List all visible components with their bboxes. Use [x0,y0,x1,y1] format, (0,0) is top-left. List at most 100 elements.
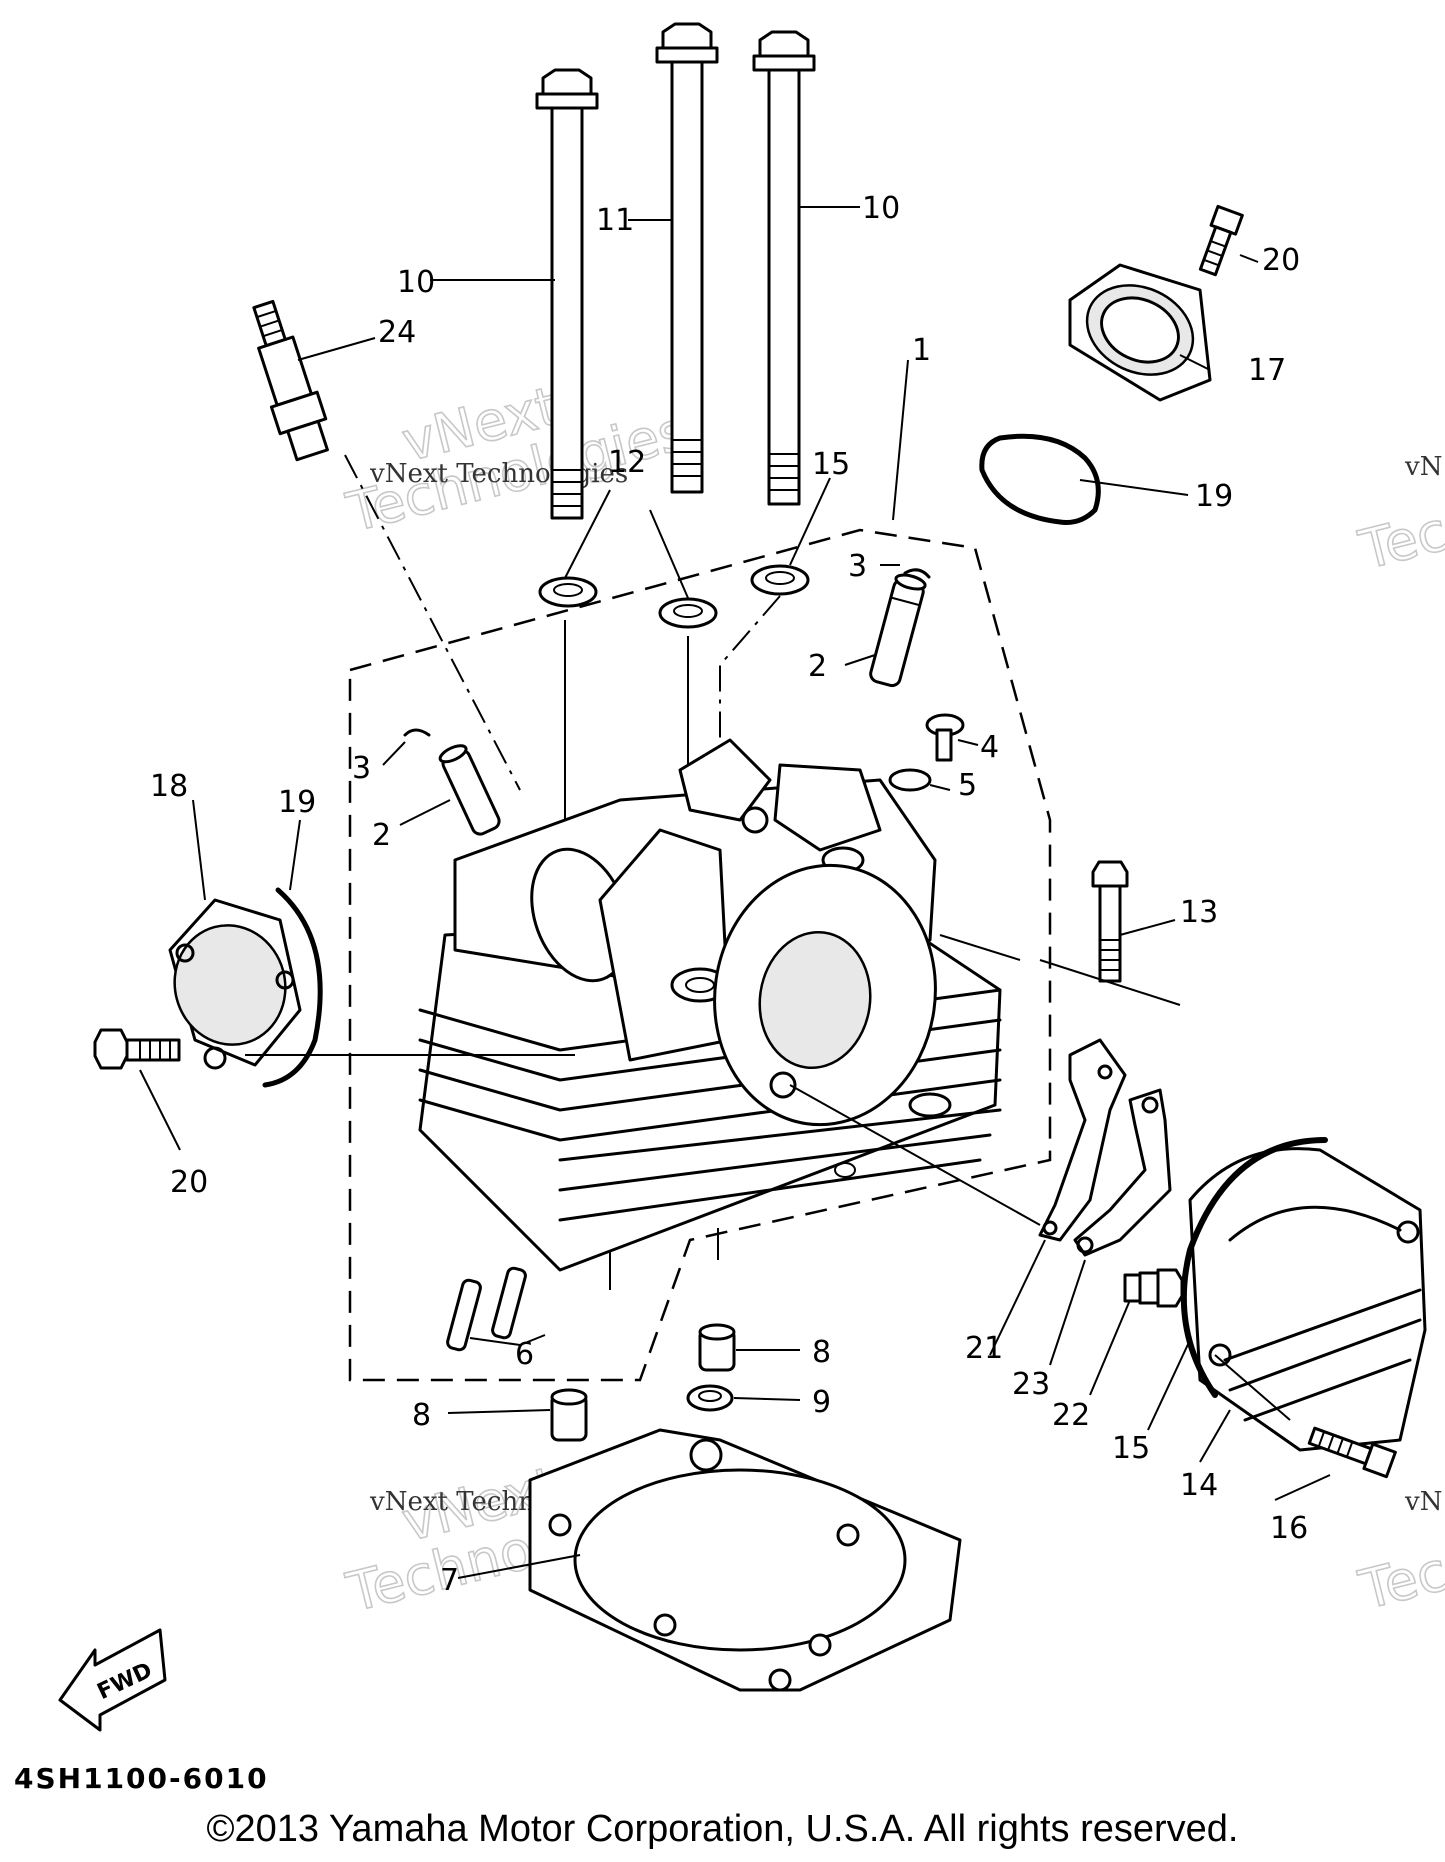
cylinder-head-gasket [528,1428,962,1692]
callout-8-right: 8 [812,1335,831,1370]
callout-9: 9 [812,1385,831,1420]
bolt-22 [1123,1268,1184,1308]
circlip-right [903,568,931,579]
callout-6: 6 [515,1337,534,1372]
o-ring-19-left [262,887,323,1088]
leader-4 [957,739,979,746]
leader-24 [297,337,376,361]
leader-2-left [399,799,451,826]
part-code-label: 4SH1100-6010 [14,1762,269,1795]
callout-23: 23 [1012,1367,1050,1402]
bracket-23 [1073,1088,1172,1257]
leader-14 [1199,1409,1231,1463]
leader-21 [989,1239,1046,1356]
leader-21-axis [789,1084,1041,1226]
callout-15-right: 15 [1112,1431,1150,1466]
callout-11: 11 [596,203,634,238]
fwd-arrow: FWD [58,1628,167,1732]
callout-24: 24 [378,315,416,350]
small-bolt-4 [925,713,965,762]
bolt-20-left [93,1028,181,1070]
bolt-20-right [1198,204,1244,277]
callout-16: 16 [1270,1511,1308,1546]
tappet-cover-left [168,898,302,1070]
callout-17: 17 [1248,353,1286,388]
leader-3-left [382,741,406,766]
leader-1 [892,359,909,521]
side-cover-right [1188,1147,1427,1452]
callout-10-left: 10 [397,265,435,300]
washer-12-right [658,597,718,629]
valve-guide-left [438,744,501,836]
callout-13: 13 [1180,895,1218,930]
o-ring-9 [686,1384,734,1412]
leader-22 [1089,1299,1131,1396]
watermark-edge-big-bottom: Tec [1353,1540,1445,1622]
bolt-16 [1307,1426,1397,1479]
watermark-edge-small-top: vN [1404,452,1442,482]
stud-bolts-6 [446,1266,546,1352]
bolt-16-axis [1214,1354,1291,1421]
washer-15-hole [765,571,795,585]
leader-15-right [1147,1339,1191,1431]
callout-5: 5 [958,768,977,803]
leader-15-top [789,477,831,566]
leader-5 [929,784,951,791]
callout-22: 22 [1052,1398,1090,1433]
callout-15-top: 15 [812,447,850,482]
callout-3-top: 3 [848,549,867,584]
washer-5 [888,768,932,792]
valve-guide-right [869,573,927,688]
leader-17 [1179,354,1211,371]
assembly-boundary [348,528,1052,1382]
callout-20-top: 20 [1262,243,1300,278]
callout-21: 21 [965,1331,1003,1366]
leader-23 [1049,1259,1086,1366]
tappet-cover-top-right [1068,263,1212,402]
leader-19-top [1079,479,1189,496]
callout-10-right: 10 [862,191,900,226]
bolt-13 [1091,860,1129,983]
o-ring-9-hole [698,1390,722,1402]
washer-12-right-hole [673,604,703,618]
callout-2-left: 2 [372,818,391,853]
spark-plug-axis [344,454,521,791]
callout-14: 14 [1180,1468,1218,1503]
callout-4: 4 [980,730,999,765]
bracket-21 [1038,1038,1127,1242]
leader-7 [457,1554,581,1579]
spark-plug [252,299,329,462]
leader-bolt-13-axis [939,934,1181,1006]
leader-20-top [1239,254,1259,263]
watermark-small-top: vNext Technologies [369,459,628,489]
cylinder-head-bolt-right [752,30,816,506]
leader-18 [192,799,206,901]
callout-18: 18 [150,769,188,804]
leader-20-left [139,1069,181,1151]
callout-19-left: 19 [278,785,316,820]
leader-9 [733,1397,801,1401]
washer-15 [750,564,810,596]
leader-16 [1274,1474,1331,1501]
callout-2-top: 2 [808,649,827,684]
leader-12 [564,489,689,599]
leader-13 [1119,919,1176,936]
watermark-edge-big-top: Tec [1353,500,1445,582]
callout-1: 1 [912,333,931,368]
watermark-edge-small-bottom: vN [1404,1487,1442,1517]
washer-12-left-hole [553,583,583,597]
leader-19-left [289,819,301,891]
callout-12: 12 [608,445,646,480]
callout-7: 7 [440,1563,459,1598]
callout-3-left: 3 [352,751,371,786]
cylinder-head-bolt-left [535,68,599,520]
gasket-14 [1180,1137,1328,1398]
copyright-notice: ©2013 Yamaha Motor Corporation, U.S.A. A… [206,1808,1239,1850]
dowel-pin-8-right-top [698,1323,736,1341]
callout-20-left: 20 [170,1165,208,1200]
leader-2-top [844,654,876,666]
cylinder-head [418,738,1002,1272]
cylinder-head-bolt-middle [655,22,719,494]
